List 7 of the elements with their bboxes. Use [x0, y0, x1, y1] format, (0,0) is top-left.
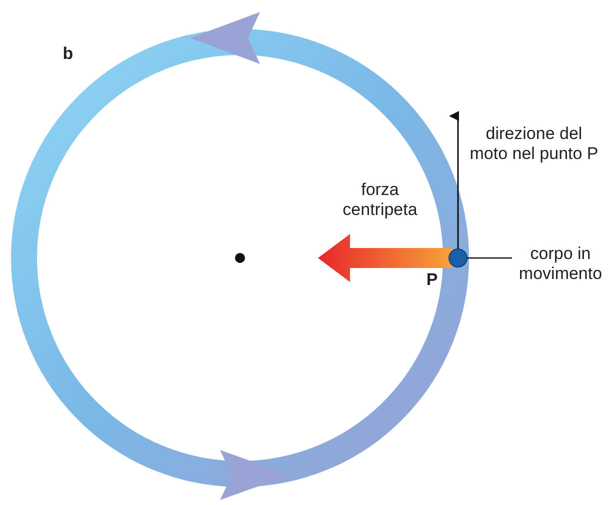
point-label: P	[425, 270, 439, 290]
force-label: forza centripeta	[342, 180, 418, 220]
leader-line	[467, 257, 512, 259]
node-label: corpo in movimento	[508, 244, 613, 284]
direction-label: direzione del moto nel punto P	[468, 124, 600, 164]
moving-body-dot	[448, 248, 468, 268]
panel-letter: b	[62, 44, 74, 64]
